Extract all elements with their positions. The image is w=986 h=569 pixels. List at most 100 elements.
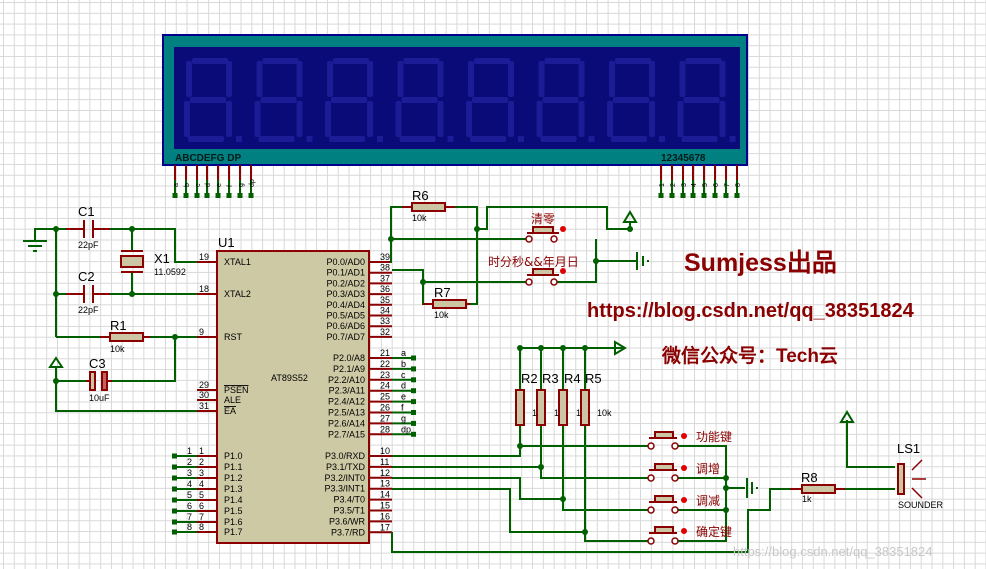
display-pin-terminal[interactable]: [680, 193, 686, 198]
pin-number: 12: [380, 468, 390, 478]
net-terminal[interactable]: [172, 508, 177, 514]
r2-value: 1: [532, 408, 537, 418]
net-terminal[interactable]: [411, 431, 416, 437]
resistor-r2: [515, 389, 525, 426]
decimal-point: [306, 136, 313, 142]
net-terminal[interactable]: [411, 377, 416, 383]
pin-number: 39: [380, 252, 390, 262]
net-terminal[interactable]: [172, 453, 177, 459]
pin-number: 23: [380, 370, 390, 380]
segment: [538, 61, 545, 97]
resistor-r3: [536, 389, 546, 426]
pin-name: P3.0/RXD: [325, 451, 366, 461]
button-clear-label: 清零: [531, 212, 555, 226]
button-confirm[interactable]: 确定键: [647, 524, 732, 545]
pin-name: P0.6/AD6: [326, 321, 365, 331]
r8-ref: R8: [801, 470, 818, 485]
net-label: 4: [187, 479, 192, 489]
button-clear[interactable]: 清零: [525, 212, 566, 243]
r6-ref: R6: [412, 188, 429, 203]
c1-value: 22pF: [78, 240, 99, 250]
pin-number: 5: [199, 490, 204, 500]
net-label: b: [401, 359, 406, 369]
pin-number: 28: [380, 424, 390, 434]
net-terminal[interactable]: [411, 388, 416, 394]
r3-ref: R3: [542, 371, 559, 386]
display-pin-terminal[interactable]: [237, 193, 243, 198]
display-pin-terminal[interactable]: [248, 193, 254, 198]
button-increase[interactable]: 调增: [647, 462, 720, 482]
segment: [296, 61, 303, 97]
segment: [578, 101, 585, 137]
clear-mode-buttons-circuit: R6 10k R7 10k 清零 时分秒&&年月日: [388, 188, 649, 320]
watermark: https://blog.csdn.net/qq_38351824: [733, 544, 933, 559]
digit: [325, 58, 383, 142]
net-terminal[interactable]: [172, 497, 177, 503]
display-pin-terminal[interactable]: [194, 193, 200, 198]
button-function[interactable]: 功能键: [647, 430, 732, 450]
segment: [578, 61, 585, 97]
digit: [254, 58, 313, 142]
net-terminal[interactable]: [411, 420, 416, 426]
net-terminal[interactable]: [411, 355, 416, 361]
x1-value: 11.0592: [154, 267, 186, 277]
pin-number: 25: [380, 392, 390, 402]
display-pin-terminal[interactable]: [226, 193, 232, 198]
pin-name: P1.6: [224, 517, 243, 527]
u1-ref: U1: [218, 235, 235, 250]
pin-name: XTAL2: [224, 289, 251, 299]
display-pin-terminal[interactable]: [658, 193, 664, 198]
segment: [540, 136, 577, 142]
crystal-x1: [120, 255, 144, 268]
display-pin-terminal[interactable]: [215, 193, 221, 198]
display-pin-terminal[interactable]: [701, 193, 707, 198]
display-pin-terminal[interactable]: [183, 193, 189, 198]
segment: [474, 58, 510, 64]
u1-part: AT89S52: [271, 373, 308, 383]
button-mode-label: 时分秒&&年月日: [488, 255, 579, 269]
pin-number: 4: [199, 479, 204, 489]
display-pin-terminal[interactable]: [712, 193, 718, 198]
display-pin-terminal[interactable]: [172, 193, 178, 198]
segment: [649, 101, 655, 137]
display-pin-terminal[interactable]: [690, 193, 696, 198]
pin-number: 31: [199, 401, 209, 411]
decimal-point: [377, 136, 383, 142]
net-label: g: [401, 413, 406, 423]
segment: [468, 61, 474, 97]
display-pin-terminal[interactable]: [734, 193, 740, 198]
display-pin-terminal[interactable]: [723, 193, 729, 198]
segment: [403, 58, 440, 64]
segment: [256, 61, 263, 97]
c3-ref: C3: [89, 356, 106, 371]
resistor-r6: [411, 202, 446, 212]
net-label: 6: [187, 501, 192, 511]
pin-number: 6: [199, 501, 204, 511]
net-terminal[interactable]: [172, 519, 177, 525]
display-pin-label: 6: [713, 183, 720, 187]
pin-name: P2.5/A13: [328, 408, 365, 418]
display-pin-label: d: [205, 183, 212, 187]
display-pin-label: e: [216, 183, 223, 187]
display-pin-label: 1: [659, 183, 666, 187]
pin-name: P1.0: [224, 451, 243, 461]
net-terminal[interactable]: [411, 366, 416, 372]
segment: [399, 136, 436, 142]
net-terminal[interactable]: [411, 410, 416, 415]
net-terminal[interactable]: [172, 475, 177, 481]
segment: [258, 136, 295, 142]
button-decrease[interactable]: 调减: [647, 494, 720, 514]
display-pin-terminal[interactable]: [669, 193, 675, 198]
button-mode[interactable]: 时分秒&&年月日: [488, 255, 579, 286]
segment: [649, 61, 655, 97]
net-terminal[interactable]: [172, 464, 177, 470]
net-terminal[interactable]: [172, 529, 177, 535]
segment: [613, 97, 649, 103]
net-terminal[interactable]: [411, 399, 416, 405]
digit: [607, 58, 665, 142]
display-pin-terminal[interactable]: [204, 193, 210, 198]
net-terminal[interactable]: [172, 486, 177, 492]
